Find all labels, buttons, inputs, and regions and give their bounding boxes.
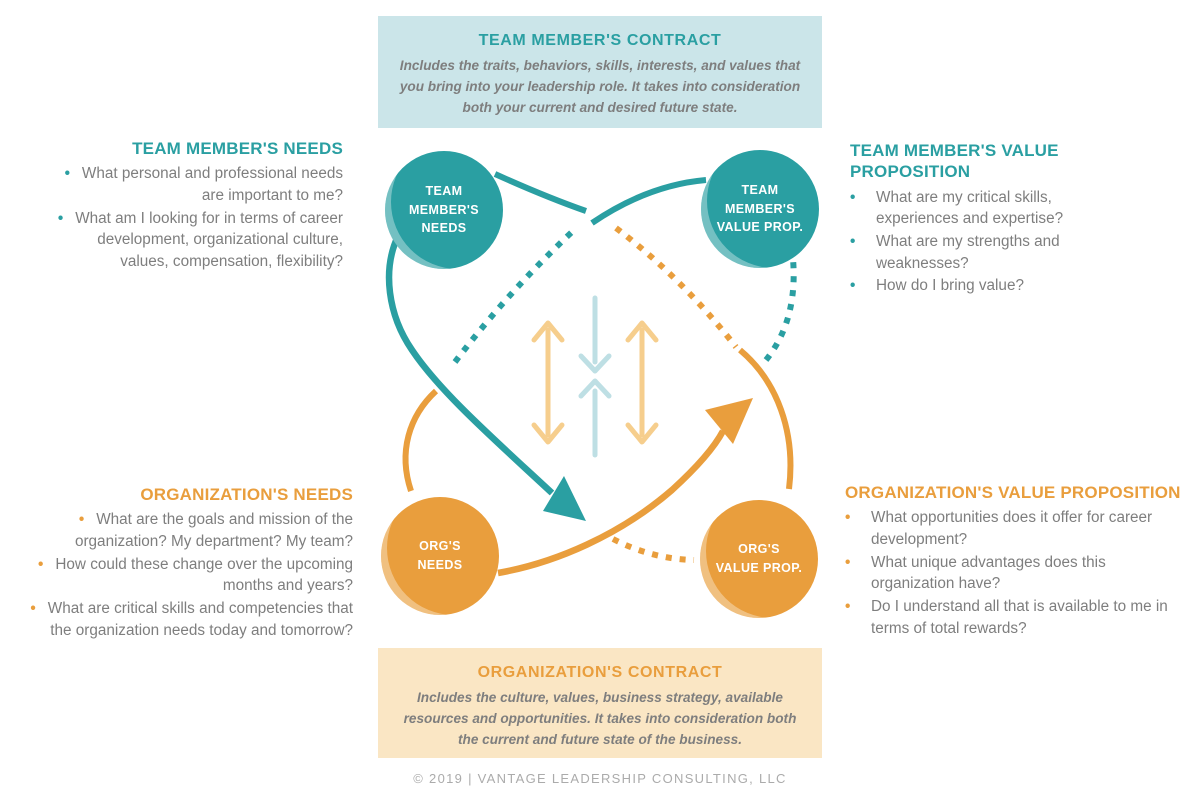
bullet-icon bbox=[850, 231, 876, 274]
organization-contract-box: ORGANIZATION'S CONTRACT Includes the cul… bbox=[378, 648, 822, 758]
teal-arrowhead bbox=[543, 476, 586, 521]
orange-arc-right-side bbox=[738, 347, 794, 490]
teal-curve-team-needs-to-org-value bbox=[385, 234, 555, 496]
teal-arc-top-right bbox=[590, 177, 707, 226]
list-item: How could these change over the upcoming… bbox=[17, 554, 353, 597]
teal-dotted-arc-left-diagonal bbox=[452, 228, 576, 364]
orange-arc-left-side bbox=[402, 388, 439, 492]
orange-arrowhead bbox=[705, 398, 753, 444]
right-double-arrow-up-head bbox=[625, 320, 659, 343]
bullet-icon bbox=[845, 552, 871, 595]
center-up-arrow-head bbox=[578, 378, 612, 399]
list-item: What are critical skills and competencie… bbox=[17, 598, 353, 641]
section-team-members-value-proposition: TEAM MEMBER'S VALUE PROPOSITION What are… bbox=[850, 140, 1122, 298]
bullet-text: What are my strengths and weaknesses? bbox=[876, 232, 1060, 272]
circle-label: TEAM MEMBER'S NEEDS bbox=[408, 183, 480, 236]
bullet-icon bbox=[850, 275, 876, 297]
bullet-icon bbox=[58, 210, 63, 227]
bullet-text: How do I bring value? bbox=[876, 277, 1024, 295]
circle-label: ORG'S VALUE PROP. bbox=[715, 542, 803, 575]
orange-dotted-arc-right-diagonal bbox=[614, 225, 739, 349]
bullet-icon bbox=[38, 556, 43, 573]
team-member-contract-description: Includes the traits, behaviors, skills, … bbox=[399, 58, 801, 116]
section-title: TEAM MEMBER'S NEEDS bbox=[132, 139, 343, 158]
list-item: What are the goals and mission of the or… bbox=[17, 509, 353, 552]
list-item: What unique advantages does this organiz… bbox=[845, 552, 1190, 595]
bullet-text: What am I looking for in terms of career… bbox=[75, 209, 343, 271]
circle-orgs-value-prop: ORG'S VALUE PROP. bbox=[700, 500, 818, 618]
right-double-arrow bbox=[625, 320, 659, 445]
list-item: Do I understand all that is available to… bbox=[845, 596, 1190, 639]
organization-contract-description: Includes the culture, values, business s… bbox=[403, 690, 797, 748]
list-item: How do I bring value? bbox=[850, 275, 1122, 297]
teal-arc-top-left bbox=[493, 171, 587, 214]
left-double-arrow-up-head bbox=[531, 320, 565, 343]
section-title: TEAM MEMBER'S VALUE PROPOSITION bbox=[850, 141, 1059, 182]
bullet-text: What are the goals and mission of the or… bbox=[74, 511, 353, 550]
bullet-text: What opportunities does it offer for car… bbox=[871, 509, 1153, 548]
section-title: ORGANIZATION'S NEEDS bbox=[140, 485, 353, 504]
circle-label: ORG'S NEEDS bbox=[417, 539, 463, 572]
bullet-icon bbox=[30, 600, 35, 617]
bullet-text: What are critical skills and competencie… bbox=[47, 600, 353, 639]
circle-orgs-needs: ORG'S NEEDS bbox=[381, 497, 499, 615]
center-converging-arrows bbox=[578, 295, 612, 458]
list-item: What personal and professional needs are… bbox=[57, 163, 343, 206]
center-down-arrow-head bbox=[578, 353, 612, 374]
left-double-arrow-down-head bbox=[531, 422, 565, 445]
circle-team-members-value-prop: TEAM MEMBER'S VALUE PROP. bbox=[701, 150, 819, 268]
bullet-icon bbox=[845, 507, 871, 550]
right-double-arrow-down-head bbox=[625, 422, 659, 445]
bullet-icon bbox=[79, 511, 84, 528]
copyright-footer: © 2019 | VANTAGE LEADERSHIP CONSULTING, … bbox=[413, 771, 787, 786]
list-item: What are my strengths and weaknesses? bbox=[850, 231, 1122, 274]
section-organizations-needs: ORGANIZATION'S NEEDS What are the goals … bbox=[17, 484, 353, 643]
teal-dotted-arc-right-side bbox=[763, 258, 797, 362]
section-title: ORGANIZATION'S VALUE PROPOSITION bbox=[845, 483, 1181, 502]
team-member-contract-box: TEAM MEMBER'S CONTRACT Includes the trai… bbox=[378, 16, 822, 128]
bullet-icon bbox=[850, 187, 876, 230]
bullet-text: Do I understand all that is available to… bbox=[871, 598, 1168, 637]
bullet-text: What personal and professional needs are… bbox=[81, 165, 343, 204]
left-double-arrow bbox=[531, 320, 565, 445]
organization-contract-title: ORGANIZATION'S CONTRACT bbox=[477, 664, 723, 681]
bullet-icon bbox=[65, 165, 70, 182]
bullet-text: How could these change over the upcoming… bbox=[55, 555, 353, 595]
list-item: What am I looking for in terms of career… bbox=[57, 208, 343, 273]
bullet-text: What unique advantages does this organiz… bbox=[871, 553, 1106, 593]
circle-label: TEAM MEMBER'S VALUE PROP. bbox=[716, 182, 804, 235]
circle-team-members-needs: TEAM MEMBER'S NEEDS bbox=[385, 151, 503, 269]
team-member-contract-title: TEAM MEMBER'S CONTRACT bbox=[478, 32, 722, 49]
orange-curve-org-needs-to-team-value bbox=[497, 429, 726, 577]
orange-dotted-arc-bottom bbox=[611, 536, 695, 563]
section-organizations-value-proposition: ORGANIZATION'S VALUE PROPOSITION What op… bbox=[845, 482, 1190, 641]
list-item: What are my critical skills, experiences… bbox=[850, 187, 1122, 230]
section-team-members-needs: TEAM MEMBER'S NEEDS What personal and pr… bbox=[57, 138, 343, 274]
list-item: What opportunities does it offer for car… bbox=[845, 507, 1190, 550]
bullet-text: What are my critical skills, experiences… bbox=[876, 188, 1064, 228]
bullet-icon bbox=[845, 596, 871, 639]
